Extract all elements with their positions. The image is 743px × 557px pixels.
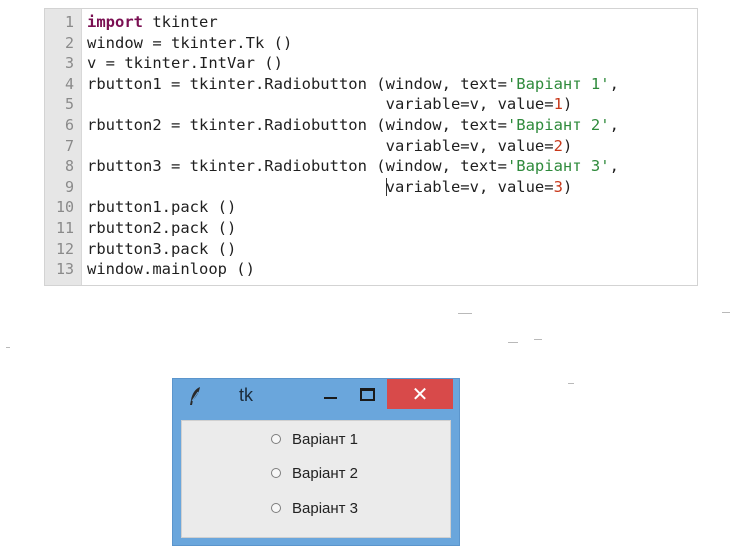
radio-option-1[interactable]: Варіант 1 xyxy=(271,428,358,450)
line-number: 5 xyxy=(64,95,74,114)
code-line[interactable]: 9 variable=v, value=3) xyxy=(45,177,697,198)
text-caret xyxy=(385,178,387,197)
code-text: v = tkinter.IntVar () xyxy=(87,53,283,74)
code-text: rbutton3.pack () xyxy=(87,239,236,260)
code-token: rbutton2 = tkinter.Radiobutton (window, … xyxy=(87,115,507,134)
code-token: v = tkinter.IntVar () xyxy=(87,54,283,73)
line-number: 13 xyxy=(55,260,74,279)
code-text: variable=v, value=3) xyxy=(87,177,572,198)
radio-circle-icon xyxy=(271,503,281,513)
scan-speck xyxy=(568,383,574,384)
line-number: 11 xyxy=(55,218,74,237)
code-text: window.mainloop () xyxy=(87,259,255,280)
code-text: variable=v, value=1) xyxy=(87,94,573,115)
code-line[interactable]: 5 variable=v, value=1) xyxy=(45,94,697,115)
code-token: , xyxy=(609,115,619,134)
code-token: rbutton3.pack () xyxy=(87,239,237,258)
string-token: 'Варіант 2' xyxy=(506,115,610,134)
line-number: 2 xyxy=(64,33,74,52)
line-number: 8 xyxy=(64,157,74,176)
minimize-button[interactable] xyxy=(315,383,345,407)
radio-circle-icon xyxy=(271,434,281,444)
code-line[interactable]: 11 rbutton2.pack () xyxy=(45,218,697,239)
scan-speck xyxy=(722,312,730,313)
maximize-button[interactable] xyxy=(352,383,382,407)
line-number: 4 xyxy=(64,74,74,93)
code-token: rbutton3 = tkinter.Radiobutton (window, … xyxy=(87,157,507,176)
feather-icon xyxy=(190,387,200,405)
code-text: rbutton1.pack () xyxy=(87,197,236,218)
keyword-token: import xyxy=(87,13,143,31)
code-token: variable=v, value= xyxy=(87,136,554,155)
code-line[interactable]: 1 import tkinter xyxy=(45,12,697,33)
code-token: variable=v, value= xyxy=(87,95,554,114)
code-token: , xyxy=(609,74,619,93)
radio-label: Варіант 3 xyxy=(292,499,359,517)
line-number: 10 xyxy=(55,198,74,217)
radio-option-2[interactable]: Варіант 2 xyxy=(271,462,358,484)
title-bar[interactable]: tk ✕ xyxy=(173,379,459,413)
code-line[interactable]: 12 rbutton3.pack () xyxy=(45,239,697,260)
code-text: variable=v, value=2) xyxy=(87,136,573,157)
scan-speck xyxy=(6,347,10,348)
radio-option-3[interactable]: Варіант 3 xyxy=(271,497,358,519)
tk-window: tk ✕ Варіант 1 Варіант 2 Варіант 3 xyxy=(172,378,460,546)
code-token: ) xyxy=(562,177,573,196)
code-line[interactable]: 7 variable=v, value=2) xyxy=(45,136,697,157)
line-number: 7 xyxy=(64,136,74,155)
line-number: 3 xyxy=(64,54,74,73)
line-number: 12 xyxy=(55,239,74,258)
close-icon: ✕ xyxy=(411,382,429,406)
code-token: ) xyxy=(562,136,573,155)
code-token: variable=v, value= xyxy=(385,177,554,196)
line-number: 6 xyxy=(64,115,74,134)
radio-circle-icon xyxy=(271,468,281,478)
code-token xyxy=(87,178,386,196)
string-token: 'Варіант 3' xyxy=(506,157,610,176)
window-title: tk xyxy=(239,385,254,405)
code-text: import tkinter xyxy=(87,12,218,33)
code-text: rbutton2.pack () xyxy=(87,218,236,239)
code-text: rbutton1 = tkinter.Radiobutton (window, … xyxy=(87,74,619,95)
scan-speck xyxy=(534,339,542,340)
close-button[interactable]: ✕ xyxy=(387,379,453,409)
radio-label: Варіант 2 xyxy=(292,464,359,482)
code-token: rbutton1.pack () xyxy=(87,198,237,217)
code-token: window.mainloop () xyxy=(87,260,255,279)
number-token: 2 xyxy=(553,136,563,155)
line-number: 9 xyxy=(64,177,74,196)
line-number-gutter xyxy=(45,9,82,285)
number-token: 3 xyxy=(553,177,563,196)
code-line[interactable]: 8 rbutton3 = tkinter.Radiobutton (window,… xyxy=(45,156,697,177)
code-line[interactable]: 13 window.mainloop () xyxy=(45,259,697,280)
window-client-area: Варіант 1 Варіант 2 Варіант 3 xyxy=(181,420,451,538)
scan-speck xyxy=(508,342,518,343)
code-line[interactable]: 3 v = tkinter.IntVar () xyxy=(45,53,697,74)
code-text: rbutton2 = tkinter.Radiobutton (window, … xyxy=(87,115,619,136)
code-line[interactable]: 10 rbutton1.pack () xyxy=(45,197,697,218)
code-token: window = tkinter.Tk () xyxy=(87,33,293,52)
number-token: 1 xyxy=(553,95,563,114)
code-token: tkinter xyxy=(143,13,218,31)
code-line[interactable]: 4 rbutton1 = tkinter.Radiobutton (window,… xyxy=(45,74,697,95)
code-token: rbutton1 = tkinter.Radiobutton (window, … xyxy=(87,74,507,93)
code-text: rbutton3 = tkinter.Radiobutton (window, … xyxy=(87,156,619,177)
code-token: rbutton2.pack () xyxy=(87,218,237,237)
string-token: 'Варіант 1' xyxy=(506,74,610,93)
radio-label: Варіант 1 xyxy=(292,430,359,448)
code-token: ) xyxy=(562,95,573,114)
code-token: , xyxy=(609,157,619,176)
code-line[interactable]: 2 window = tkinter.Tk () xyxy=(45,33,697,54)
code-line[interactable]: 6 rbutton2 = tkinter.Radiobutton (window,… xyxy=(45,115,697,136)
code-text: window = tkinter.Tk () xyxy=(87,33,292,54)
line-number: 1 xyxy=(64,13,74,31)
scan-speck xyxy=(458,313,472,314)
